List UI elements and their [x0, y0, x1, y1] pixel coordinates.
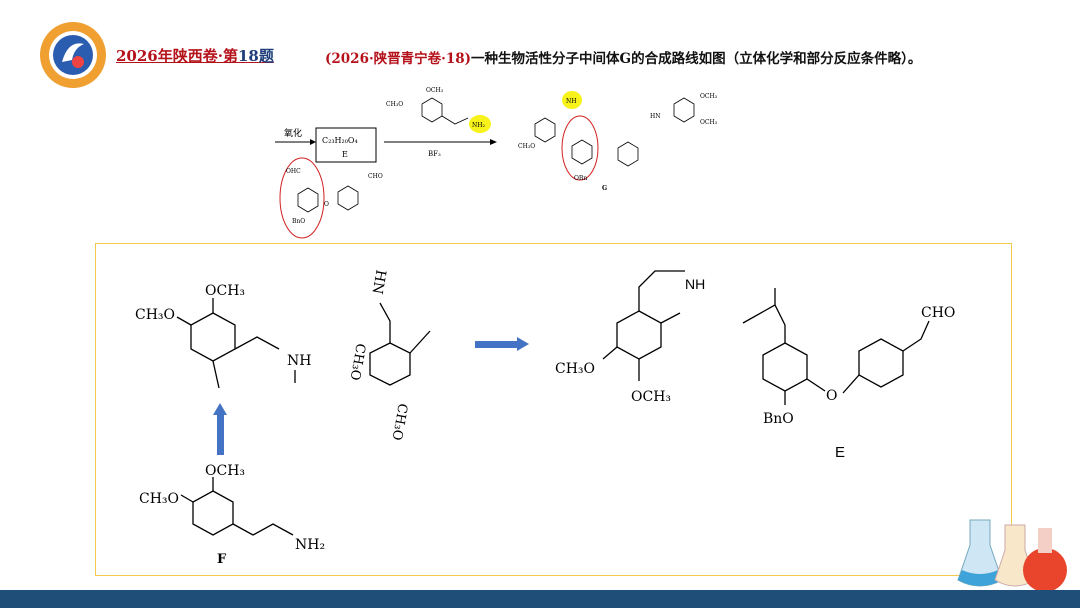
- question-text: 一种生物活性分子中间体G的合成路线如图（立体化学和部分反应条件略）。: [471, 51, 922, 67]
- benzene-ring-molF: [192, 490, 234, 536]
- ethyl-chain: [638, 270, 685, 311]
- ch2-cho-chain: [902, 320, 930, 352]
- benzene-ring-mol4b: [858, 338, 904, 388]
- ethyl-chain: [232, 523, 294, 536]
- isopropyl-fragment: [742, 288, 776, 324]
- oxidation-label: 氧化: [284, 127, 302, 139]
- molF-nh2: NH₂: [295, 537, 325, 553]
- mol1-och3: OCH₃: [205, 283, 245, 299]
- oxidation-arrowhead: [310, 139, 316, 145]
- obn-label: OBn: [574, 175, 587, 182]
- cut-bond: [212, 360, 220, 389]
- hn-label-g: HN: [650, 113, 660, 120]
- bno-label: BnO: [292, 218, 305, 225]
- synthesis-scheme: 氧化 C₂₃H₂₀O₄ E OHC BnO O CHO OCH₃ CH₃O NH…: [275, 87, 718, 239]
- benzene-ring: [673, 97, 695, 123]
- bond: [176, 316, 192, 326]
- title-suffix: 题: [258, 47, 274, 65]
- cut-bond: [409, 330, 431, 354]
- ethyl-chain: [379, 302, 391, 343]
- benzene-ring-mol2: [369, 342, 411, 386]
- mol3-ch3o: CH₃O: [555, 361, 595, 377]
- question-source: (2026·陕晋青宁卷·18): [325, 51, 472, 67]
- mol2-ch3o-b: CH₃O: [389, 402, 410, 441]
- question-stem: (2026·陕晋青宁卷·18)一种生物活性分子中间体G的合成路线如图（立体化学和…: [325, 47, 921, 67]
- nh2-label: NH₂: [472, 122, 485, 129]
- ethyl-chain: [441, 115, 469, 125]
- reagent-label: BF₃: [428, 150, 441, 158]
- bond: [602, 346, 618, 360]
- benzene-ring-mol4a: [762, 342, 808, 392]
- box-label-E: E: [342, 150, 348, 159]
- cho-label: CHO: [368, 173, 383, 180]
- mol4-o: O: [826, 388, 837, 404]
- analysis-frame: [95, 243, 1012, 576]
- lab-flasks-decoration: [957, 519, 1067, 592]
- bottom-bar: [0, 590, 1080, 608]
- cut-bond: [660, 312, 681, 324]
- och3-label-g1: OCH₃: [700, 93, 718, 100]
- benzene-ring: [297, 187, 319, 213]
- blue-arrow-up: [217, 415, 224, 455]
- title-number: 18: [237, 47, 259, 65]
- mol2-ch3o-a: CH₃O: [347, 342, 368, 381]
- mol4-label-E: E: [835, 444, 845, 461]
- highlight-nh2: [469, 115, 491, 133]
- benzene-ring: [421, 97, 443, 123]
- ch3o-label-g: CH₃O: [518, 143, 535, 150]
- page-title: 2026年陕西卷·第18题: [116, 45, 274, 66]
- mol3-och3: OCH₃: [631, 389, 671, 405]
- mol1-ch3o: CH₃O: [135, 307, 175, 323]
- molF-och3: OCH₃: [205, 463, 245, 479]
- benzene-ring: [617, 141, 639, 167]
- benzene-ring-mol1: [190, 312, 236, 362]
- benzene-ring: [534, 117, 556, 143]
- och3-label-g2: OCH₃: [700, 119, 718, 126]
- bond: [842, 374, 860, 394]
- och3-label: OCH₃: [426, 87, 444, 94]
- reaction-arrowhead: [490, 139, 497, 145]
- mol1-nh: NH: [287, 353, 311, 369]
- blue-arrow-right-head: [517, 337, 529, 351]
- compound-E-box: [315, 127, 377, 163]
- school-logo: [40, 22, 106, 88]
- bond: [774, 304, 786, 326]
- molF-ch3o: CH₃O: [139, 491, 179, 507]
- red-circle-product: [561, 115, 599, 181]
- red-circle-aldehyde: [279, 157, 325, 239]
- o-label: O: [324, 201, 329, 208]
- ohc-label: OHC: [286, 168, 301, 175]
- benzene-ring: [571, 139, 593, 165]
- blue-arrow-right: [475, 341, 517, 348]
- analysis-drawing: OCH₃ CH₃O NH HN CH₃O CH₃O NH CH₃O OCH₃ O…: [135, 268, 955, 567]
- benzene-ring-mol3: [616, 310, 662, 360]
- benzene-ring: [337, 185, 359, 211]
- highlight-nh: [562, 91, 582, 109]
- ch3o-label: CH₃O: [386, 101, 403, 108]
- bond: [180, 494, 194, 503]
- mol4-cho: CHO: [921, 305, 955, 321]
- mol4-bno: BnO: [763, 411, 794, 427]
- title-main: 2026年陕西卷·第: [116, 47, 238, 65]
- formula-E: C₂₃H₂₀O₄: [322, 136, 358, 145]
- nh-label-g: NH: [566, 98, 576, 105]
- mol2-hn: HN: [369, 268, 389, 295]
- molF-label: F: [217, 552, 227, 567]
- ethyl-chain: [234, 336, 280, 350]
- mol3-nh: NH: [685, 276, 705, 292]
- g-label: G: [602, 185, 607, 192]
- blue-arrow-up-head: [213, 403, 227, 415]
- bond: [806, 378, 826, 392]
